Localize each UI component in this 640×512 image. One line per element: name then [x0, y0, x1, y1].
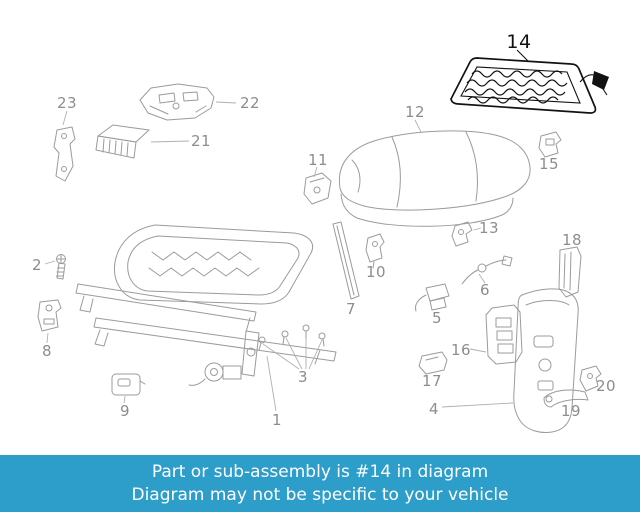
- part-label-23: 23: [56, 94, 78, 112]
- part-12-seat-cushion: [338, 130, 531, 227]
- part-7-trim-strip: [332, 221, 360, 300]
- part-4-side-trim-panel: [441, 288, 579, 433]
- leader-lines: [44, 101, 422, 412]
- part-19-recline-handle: [543, 389, 589, 408]
- part-11-bracket: [303, 172, 332, 205]
- part-label-13: 13: [478, 219, 500, 237]
- part-label-2: 2: [31, 256, 43, 274]
- part-label-6: 6: [479, 281, 491, 299]
- part-label-1: 1: [271, 411, 283, 429]
- part-5-wiring-connector: [415, 283, 450, 312]
- part-label-5: 5: [431, 309, 443, 327]
- part-1-seat-frame: [75, 224, 337, 386]
- part-label-19: 19: [560, 402, 582, 420]
- diagram-area: 1 2 3 4 5 6 7 8 9 10 11 12 13 14 15 16 1…: [31, 31, 617, 433]
- part-label-11: 11: [307, 151, 329, 169]
- part-label-12: 12: [404, 103, 426, 121]
- part-13-clip: [451, 221, 482, 247]
- exploded-parts-drawing: [37, 49, 609, 433]
- part-label-7: 7: [345, 300, 357, 318]
- part-20-clip: [579, 365, 602, 392]
- part-16-switch-panel: [469, 304, 523, 365]
- part-2-screw: [56, 254, 66, 280]
- part-label-21: 21: [190, 132, 212, 150]
- part-14-seat-heater-pad-highlighted: [450, 49, 609, 114]
- part-label-20: 20: [595, 377, 617, 395]
- part-9-bracket: [111, 373, 146, 396]
- part-23-bracket: [53, 126, 76, 182]
- part-18-guide-strip: [558, 246, 582, 298]
- part-label-15: 15: [538, 155, 560, 173]
- part-label-16: 16: [450, 341, 472, 359]
- part-14-leader-line: [516, 49, 529, 62]
- part-21-control-module: [95, 124, 150, 159]
- part-label-8: 8: [41, 342, 53, 360]
- part-15-sensor: [538, 131, 562, 158]
- part-3-fastener-clips: [258, 324, 326, 370]
- part-label-4: 4: [428, 400, 440, 418]
- part-label-14-highlighted: 14: [506, 31, 532, 53]
- part-17-module: [418, 351, 448, 375]
- footer-banner: Part or sub-assembly is #14 in diagram D…: [0, 455, 640, 512]
- part-10-bracket: [365, 233, 385, 269]
- part-6-cable: [461, 255, 513, 285]
- part-8-mount: [37, 299, 62, 332]
- part-label-3: 3: [297, 368, 309, 386]
- banner-line1: Part or sub-assembly is #14 in diagram: [151, 461, 489, 482]
- part-label-18: 18: [561, 231, 583, 249]
- part-label-22: 22: [239, 94, 261, 112]
- banner-line2: Diagram may not be specific to your vehi…: [131, 484, 509, 505]
- part-label-10: 10: [365, 263, 387, 281]
- part-label-9: 9: [119, 402, 131, 420]
- part-22-module-plate: [139, 83, 215, 121]
- part-label-17: 17: [421, 372, 443, 390]
